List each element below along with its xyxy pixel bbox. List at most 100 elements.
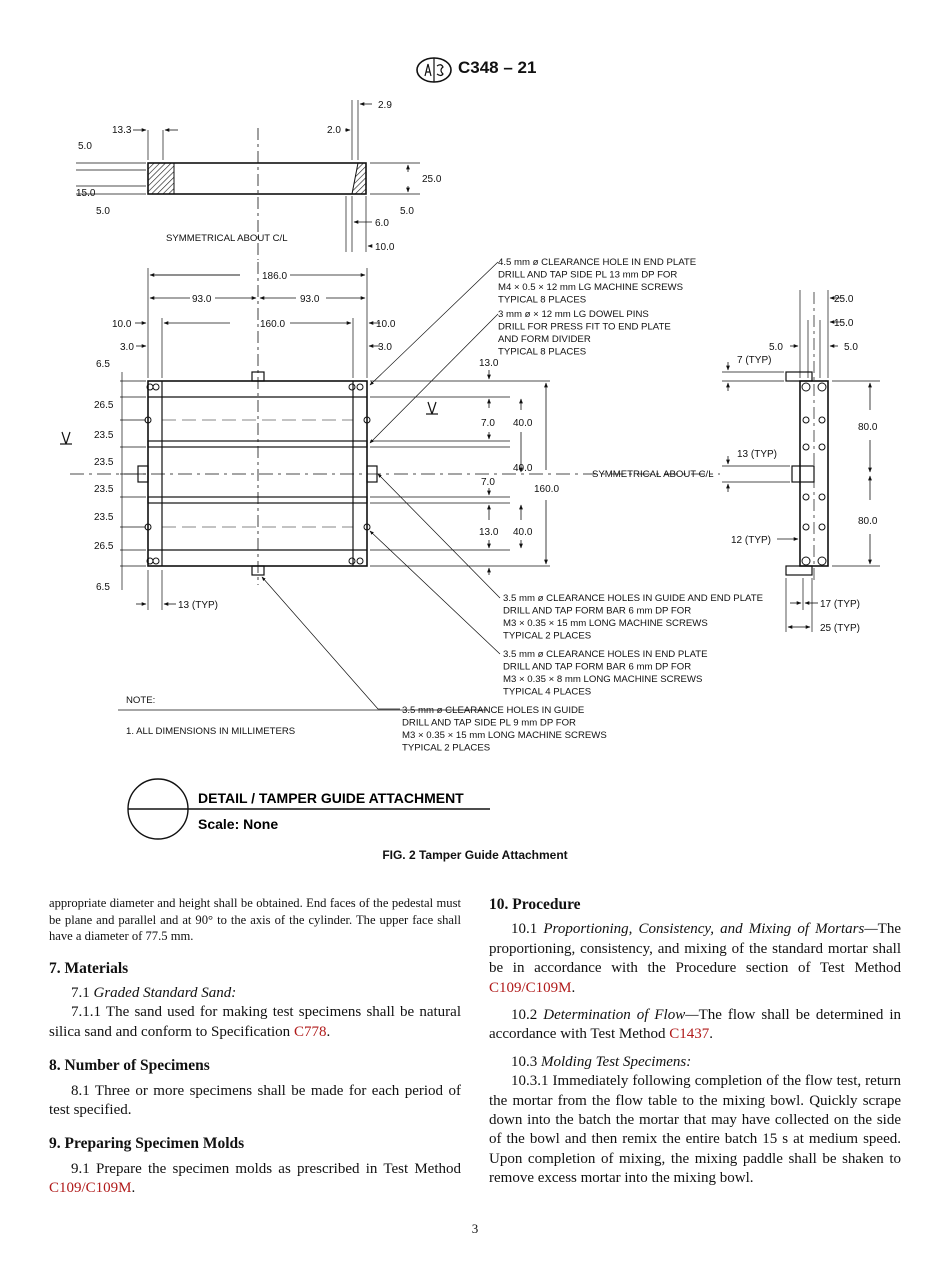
dim-5-0-c: 5.0 bbox=[400, 206, 414, 217]
technical-drawing: 13.3 2.9 2.0 5.0 15.0 5.0 25.0 5.0 6.0 bbox=[0, 90, 950, 880]
right-column: 10. Procedure 10.1 Proportioning, Consis… bbox=[489, 895, 901, 1197]
section-10-1-text: The proportioning, consistency, and mixi… bbox=[489, 921, 901, 977]
dim-15-0-side: 15.0 bbox=[834, 318, 854, 329]
page-number: 3 bbox=[471, 1221, 479, 1236]
dim-10-0: 10.0 bbox=[375, 242, 395, 253]
section-7-1: 7.1 Graded Standard Sand: bbox=[49, 984, 461, 1003]
dim-186-0: 186.0 bbox=[262, 271, 287, 282]
symmetry-note-top: SYMMETRICAL ABOUT C/L bbox=[166, 233, 288, 244]
link-c109[interactable]: C109/C109M bbox=[49, 1180, 132, 1197]
dim-40-0-b: 40.0 bbox=[513, 463, 533, 474]
dim-40-0-c: 40.0 bbox=[513, 527, 533, 538]
section-8-1: 8.1 Three or more specimens shall be mad… bbox=[49, 1082, 461, 1118]
callout-4-line-3: M3 × 0.35 × 8 mm LONG MACHINE SCREWS bbox=[503, 674, 702, 685]
dim-25-typ: 25 (TYP) bbox=[820, 623, 860, 634]
dim-13-0-bottom: 13.0 bbox=[479, 527, 499, 538]
detail-title-block: DETAIL / TAMPER GUIDE ATTACHMENT Scale: … bbox=[127, 778, 490, 840]
callout-3-line-3: M3 × 0.35 × 15 mm LONG MACHINE SCREWS bbox=[503, 618, 708, 629]
callout-5-line-3: M3 × 0.35 × 15 mm LONG MACHINE SCREWS bbox=[402, 730, 607, 741]
callout-2-line-1: 3 mm ø × 12 mm LG DOWEL PINS bbox=[498, 309, 649, 320]
section-7-heading: 7. Materials bbox=[49, 959, 129, 977]
drawing-note: NOTE: 1. ALL DIMENSIONS IN MILLIMETERS bbox=[118, 695, 488, 737]
section-10-2-number: 10.2 bbox=[511, 1007, 538, 1024]
detail-title: DETAIL / TAMPER GUIDE ATTACHMENT bbox=[198, 790, 464, 806]
symmetry-note-front: SYMMETRICAL ABOUT C/L bbox=[592, 469, 714, 480]
section-7-1-number: 7.1 bbox=[71, 984, 90, 1001]
dim-12-typ: 12 (TYP) bbox=[731, 535, 771, 546]
section-10-heading: 10. Procedure bbox=[489, 896, 581, 913]
dim-80-0-top: 80.0 bbox=[858, 422, 878, 433]
dim-2-0: 2.0 bbox=[327, 125, 341, 136]
dim-13-0-top: 13.0 bbox=[479, 358, 499, 369]
dim-5-0-side-right: 5.0 bbox=[844, 342, 858, 353]
standard-code: C348 – 21 bbox=[458, 58, 537, 77]
dim-6-5-bottom: 6.5 bbox=[96, 582, 110, 593]
section-9-heading: 9. Preparing Specimen Molds bbox=[49, 1135, 245, 1153]
dim-5-0-b: 5.0 bbox=[96, 206, 110, 217]
dim-13-3: 13.3 bbox=[112, 125, 132, 136]
section-9-1: 9.1 Prepare the specimen molds as prescr… bbox=[49, 1160, 461, 1197]
dim-5-0-a: 5.0 bbox=[78, 141, 92, 152]
dim-2-9: 2.9 bbox=[378, 100, 392, 111]
section-8-heading: 8. Number of Specimens bbox=[49, 1057, 210, 1075]
section-10-3: 10.3 Molding Test Specimens: bbox=[489, 1053, 901, 1072]
section-10-1: 10.1 Proportioning, Consistency, and Mix… bbox=[489, 921, 901, 996]
dim-3-0-left: 3.0 bbox=[120, 342, 134, 353]
intro-paragraph: appropriate diameter and height shall be… bbox=[49, 896, 461, 943]
note-title: NOTE: bbox=[126, 695, 155, 706]
dim-160-0-right: 160.0 bbox=[534, 484, 559, 495]
callout-5-line-1: 3.5 mm ø CLEARANCE HOLES IN GUIDE bbox=[402, 705, 584, 716]
left-column: appropriate diameter and height shall be… bbox=[49, 895, 461, 1207]
dim-93-0-right: 93.0 bbox=[300, 294, 320, 305]
dim-26-5-bottom: 26.5 bbox=[94, 541, 114, 552]
dim-23-5-b: 23.5 bbox=[94, 457, 114, 468]
section-10-1-number: 10.1 bbox=[511, 921, 538, 938]
callout-4-line-2: DRILL AND TAP FORM BAR 6 mm DP FOR bbox=[503, 662, 691, 673]
dim-6-5-top: 6.5 bbox=[96, 359, 110, 370]
dim-25-0-side: 25.0 bbox=[834, 294, 854, 305]
dim-23-5-d: 23.5 bbox=[94, 512, 114, 523]
dim-13-typ-side: 13 (TYP) bbox=[737, 449, 777, 460]
dim-10-0-right: 10.0 bbox=[376, 319, 396, 330]
callout-1-line-3: M4 × 0.5 × 12 mm LG MACHINE SCREWS bbox=[498, 282, 683, 293]
link-c109-procedure[interactable]: C109/C109M bbox=[489, 979, 572, 996]
callout-1-line-2: DRILL AND TAP SIDE PL 13 mm DP FOR bbox=[498, 270, 677, 281]
dim-15-0: 15.0 bbox=[76, 188, 96, 199]
callout-2-line-3: AND FORM DIVIDER bbox=[498, 334, 591, 345]
drawing-canvas: 13.3 2.9 2.0 5.0 15.0 5.0 25.0 5.0 6.0 bbox=[60, 100, 880, 840]
callout-2-line-4: TYPICAL 8 PLACES bbox=[498, 347, 586, 358]
right-dimension-column: 13.0 7.0 40.0 40.0 7.0 160.0 13.0 40 bbox=[370, 358, 714, 575]
page-header: C348 – 21 bbox=[0, 56, 950, 86]
link-c1437[interactable]: C1437 bbox=[669, 1026, 710, 1043]
link-c778[interactable]: C778 bbox=[293, 1023, 327, 1040]
callout-3-line-1: 3.5 mm ø CLEARANCE HOLES IN GUIDE AND EN… bbox=[503, 593, 763, 604]
section-10-2-text: The flow shall be determined in accordan… bbox=[489, 1007, 901, 1043]
callout-4-line-4: TYPICAL 4 PLACES bbox=[503, 687, 591, 698]
dim-13-typ-bottom: 13 (TYP) bbox=[178, 600, 218, 611]
dim-93-0-left: 93.0 bbox=[192, 294, 212, 305]
dim-26-5-top: 26.5 bbox=[94, 400, 114, 411]
detail-scale: Scale: None bbox=[198, 816, 278, 832]
section-7-1-title: Graded Standard Sand: bbox=[93, 984, 237, 1001]
front-view: 186.0 93.0 93.0 10.0 160.0 10.0 3.0 3.0 bbox=[60, 262, 720, 611]
dim-7-0-bottom: 7.0 bbox=[481, 477, 495, 488]
figure-caption: FIG. 2 Tamper Guide Attachment bbox=[382, 848, 568, 862]
section-9-1-text: 9.1 Prepare the specimen molds as prescr… bbox=[71, 1160, 461, 1177]
callout-3-line-2: DRILL AND TAP FORM BAR 6 mm DP FOR bbox=[503, 606, 691, 617]
section-7-1-1-text: 7.1.1 The sand used for making test spec… bbox=[49, 1004, 461, 1040]
dim-10-0-left: 10.0 bbox=[112, 319, 132, 330]
section-10-2: 10.2 Determination of Flow—The flow shal… bbox=[489, 1007, 901, 1043]
callouts: 4.5 mm ø CLEARANCE HOLE IN END PLATE DRI… bbox=[261, 257, 763, 754]
dim-23-5-c: 23.5 bbox=[94, 484, 114, 495]
callout-5-line-4: TYPICAL 2 PLACES bbox=[402, 743, 490, 754]
callout-1-line-4: TYPICAL 8 PLACES bbox=[498, 295, 586, 306]
dim-5-0-side-left: 5.0 bbox=[769, 342, 783, 353]
callout-1-line-1: 4.5 mm ø CLEARANCE HOLE IN END PLATE bbox=[498, 257, 696, 268]
section-10-3-number: 10.3 bbox=[511, 1053, 538, 1070]
dim-7-typ: 7 (TYP) bbox=[737, 355, 771, 366]
astm-logo bbox=[416, 57, 452, 83]
dim-40-0-a: 40.0 bbox=[513, 418, 533, 429]
section-10-2-title: Determination of Flow— bbox=[543, 1007, 699, 1024]
side-view: 25.0 15.0 5.0 5.0 7 (TYP) 80.0 80.0 13 (… bbox=[722, 290, 880, 634]
dim-3-0-right: 3.0 bbox=[378, 342, 392, 353]
